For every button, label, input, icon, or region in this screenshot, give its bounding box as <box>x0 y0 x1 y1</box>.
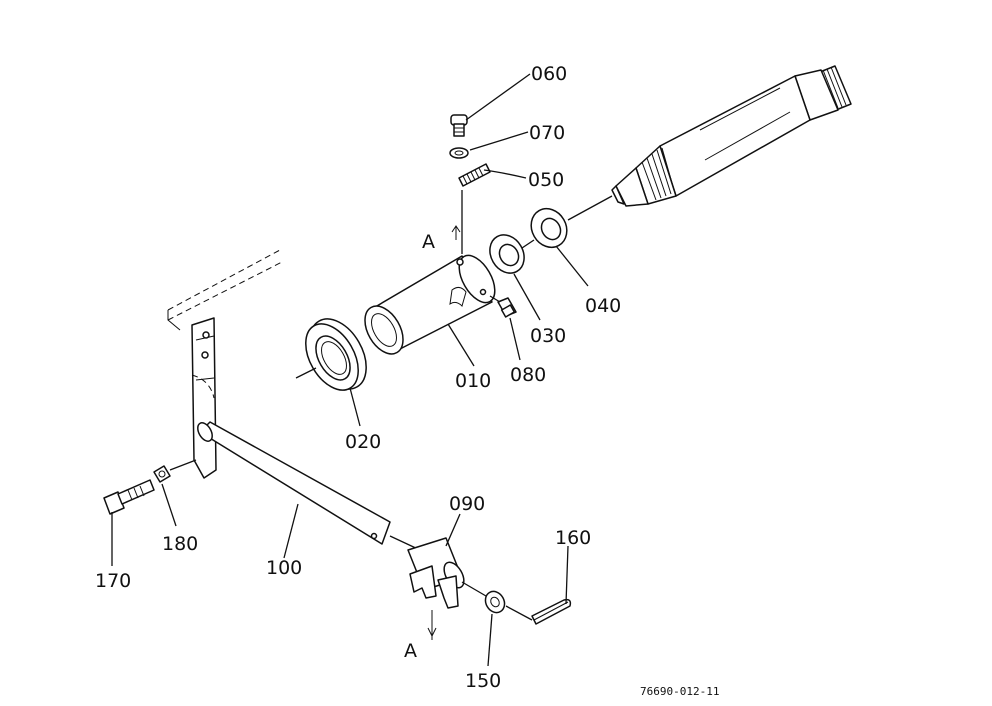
label-060: 060 <box>531 63 567 85</box>
label-080: 080 <box>510 364 546 386</box>
drawing-number: 76690-012-11 <box>640 685 719 698</box>
washer-070 <box>449 147 469 159</box>
shaft-axis-line <box>567 195 613 221</box>
spring-050 <box>458 163 491 187</box>
collar-030 <box>489 234 525 274</box>
label-150: 150 <box>465 670 501 692</box>
label-160: 160 <box>555 527 591 549</box>
leader-lines <box>111 73 589 667</box>
splined-shaft <box>611 65 852 207</box>
bolt-170 <box>103 479 155 515</box>
label-010: 010 <box>455 370 491 392</box>
grease-nipple-080 <box>497 297 517 318</box>
washer-150 <box>484 590 506 614</box>
label-170: 170 <box>95 570 131 592</box>
cotter-pin-160 <box>531 598 572 625</box>
ref-mark-bottom: A <box>404 640 417 662</box>
label-030: 030 <box>530 325 566 347</box>
label-070: 070 <box>529 122 565 144</box>
bearing-020 <box>305 318 367 391</box>
top-ref-arrow <box>451 225 461 240</box>
collar-040 <box>530 207 568 249</box>
label-020: 020 <box>345 431 381 453</box>
bolt-060 <box>450 114 468 137</box>
label-180: 180 <box>162 533 198 555</box>
fork-090 <box>407 537 465 609</box>
rod-100 <box>197 421 391 545</box>
sleeve-010 <box>364 254 496 355</box>
nut-180 <box>153 465 171 483</box>
label-040: 040 <box>585 295 621 317</box>
ref-mark-top: A <box>422 231 435 253</box>
bottom-ref-arrow <box>427 610 437 640</box>
label-100: 100 <box>266 557 302 579</box>
label-090: 090 <box>449 493 485 515</box>
label-050: 050 <box>528 169 564 191</box>
